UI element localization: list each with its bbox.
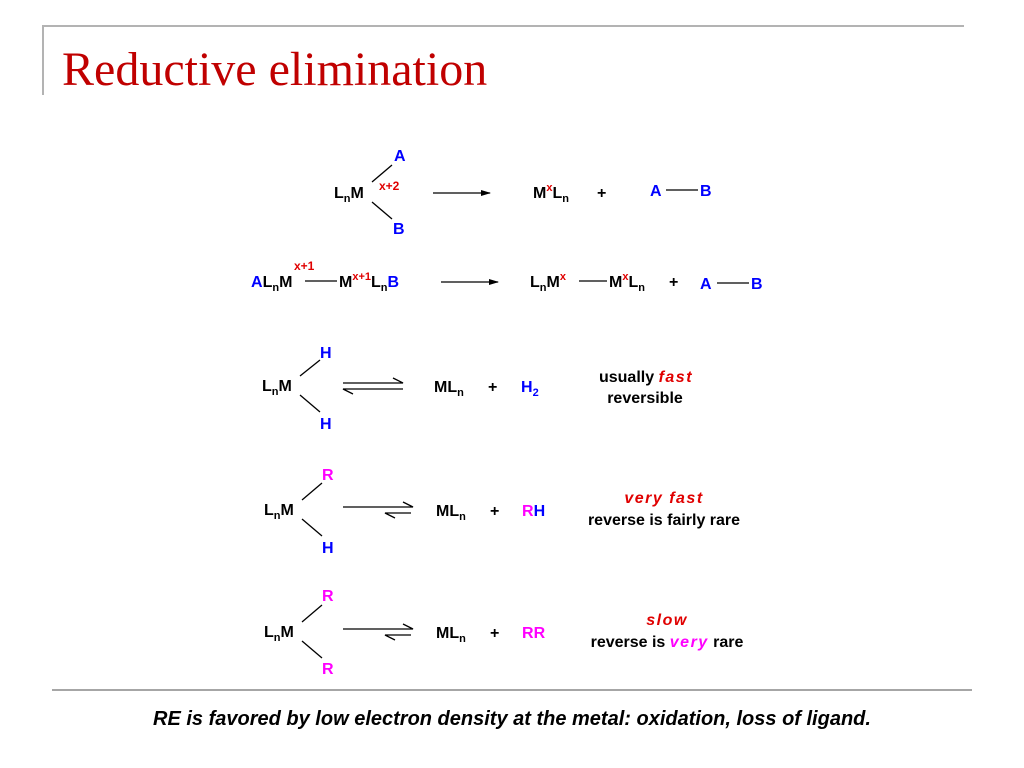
svg-text:+: +: [669, 274, 678, 291]
svg-text:MLn: MLn: [436, 625, 466, 645]
svg-text:H2: H2: [521, 379, 539, 399]
svg-text:very fast: very fast: [624, 490, 703, 507]
title-frame-left: [42, 25, 44, 95]
svg-text:slow: slow: [646, 612, 688, 629]
svg-text:MxLn: MxLn: [609, 271, 645, 294]
equilibrium-arrow-forward: [343, 623, 414, 630]
svg-text:A: A: [394, 148, 406, 165]
equilibrium-arrow-forward: [343, 377, 404, 384]
footer-note: RE is favored by low electron density at…: [153, 708, 871, 730]
svg-text:MLn: MLn: [436, 503, 466, 523]
svg-text:B: B: [393, 221, 405, 238]
svg-text:H: H: [320, 416, 332, 433]
svg-text:LnM: LnM: [264, 502, 294, 522]
svg-text:Mx+1LnB: Mx+1LnB: [339, 271, 399, 294]
svg-text:H: H: [322, 540, 334, 557]
svg-text:+: +: [490, 503, 499, 520]
svg-text:MxLn: MxLn: [533, 182, 569, 205]
slide-title: Reductive elimination: [62, 43, 488, 96]
svg-text:+: +: [490, 625, 499, 642]
reaction-3: LnM H H MLn + H2 usually fast reversible: [262, 345, 693, 433]
svg-text:+: +: [597, 185, 606, 202]
svg-text:LnM: LnM: [334, 185, 364, 205]
svg-text:ALnM: ALnM: [251, 274, 292, 294]
reaction-4: LnM R H MLn + RH very fast reverse is fa…: [264, 467, 740, 557]
oxidation-state-x+2: x+2: [379, 179, 400, 193]
title-frame-top: [44, 25, 964, 27]
svg-text:A: A: [650, 183, 662, 200]
equilibrium-arrow-reverse: [384, 512, 411, 519]
svg-text:RR: RR: [522, 625, 546, 642]
svg-text:MLn: MLn: [434, 379, 464, 399]
svg-text:x+1: x+1: [294, 259, 315, 273]
svg-text:reverse is very rare: reverse is very rare: [591, 634, 744, 651]
equilibrium-arrow-reverse: [384, 634, 411, 641]
svg-text:reverse is fairly rare: reverse is fairly rare: [588, 512, 740, 529]
svg-text:usually fast: usually fast: [599, 369, 693, 386]
footer-rule: [52, 689, 972, 691]
svg-text:LnM: LnM: [264, 624, 294, 644]
svg-text:LnMx: LnMx: [530, 271, 567, 294]
svg-text:R: R: [322, 588, 334, 605]
svg-text:LnM: LnM: [262, 378, 292, 398]
svg-text:+: +: [488, 379, 497, 396]
reaction-1: LnM x+2 A B MxLn + A B: [334, 148, 712, 238]
equilibrium-arrow-reverse: [342, 388, 403, 395]
reaction-5: LnM R R MLn + RR slow reverse is very ra…: [264, 588, 744, 678]
equilibrium-arrow-forward: [343, 501, 414, 508]
svg-text:B: B: [700, 183, 712, 200]
reaction-2: x+1 ALnM Mx+1LnB LnMx MxLn + A B: [251, 259, 763, 294]
svg-text:A: A: [700, 276, 712, 293]
svg-text:B: B: [751, 276, 763, 293]
svg-text:H: H: [320, 345, 332, 362]
svg-text:RH: RH: [522, 503, 545, 520]
svg-text:reversible: reversible: [607, 390, 683, 407]
svg-text:R: R: [322, 661, 334, 678]
svg-text:R: R: [322, 467, 334, 484]
